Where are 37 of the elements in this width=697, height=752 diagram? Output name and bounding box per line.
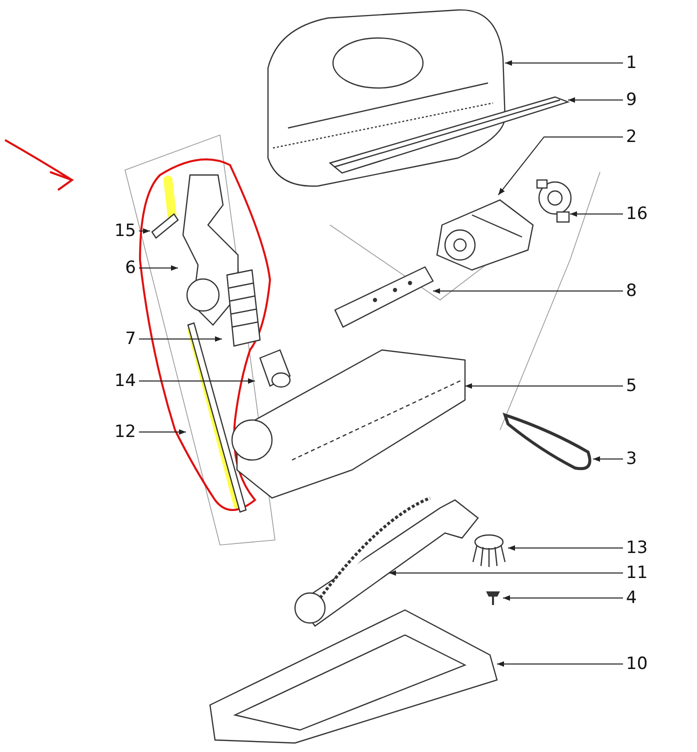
callout-number: 8 bbox=[626, 280, 637, 302]
callout-number: 11 bbox=[626, 562, 648, 584]
callout-number: 15 bbox=[114, 220, 136, 242]
leader-line bbox=[138, 378, 256, 384]
leader-line bbox=[570, 211, 624, 217]
rod-drawing bbox=[186, 320, 248, 515]
callout-number: 5 bbox=[626, 375, 637, 397]
callout-number: 7 bbox=[125, 328, 136, 350]
leader-line bbox=[502, 595, 624, 601]
leader-line bbox=[496, 661, 624, 667]
callout-number: 14 bbox=[114, 370, 136, 392]
trim-strip-drawing bbox=[330, 95, 568, 175]
leader-line bbox=[464, 383, 624, 389]
leader-line bbox=[138, 336, 222, 342]
leader-line bbox=[498, 136, 624, 196]
leader-line bbox=[138, 429, 186, 435]
callout-number: 2 bbox=[626, 126, 637, 148]
ring-bracket-drawing bbox=[535, 178, 570, 224]
callout-number: 13 bbox=[626, 537, 648, 559]
callout-number: 4 bbox=[626, 587, 637, 609]
callout-number: 16 bbox=[626, 203, 648, 225]
leader-line bbox=[592, 456, 624, 462]
leader-line bbox=[138, 265, 178, 271]
leader-line bbox=[504, 60, 624, 66]
latch-drawing bbox=[150, 212, 178, 238]
plate-drawing bbox=[335, 265, 433, 327]
callout-number: 1 bbox=[626, 52, 637, 74]
callout-number: 10 bbox=[626, 653, 648, 675]
leader-line bbox=[432, 288, 624, 294]
callout-number: 12 bbox=[114, 421, 136, 443]
leader-line bbox=[568, 97, 624, 103]
callout-number: 6 bbox=[125, 257, 136, 279]
callout-number: 3 bbox=[626, 448, 637, 470]
leader-line bbox=[508, 545, 624, 551]
leader-line bbox=[388, 570, 624, 576]
leader-line bbox=[138, 228, 150, 234]
callout-number: 9 bbox=[626, 89, 637, 111]
